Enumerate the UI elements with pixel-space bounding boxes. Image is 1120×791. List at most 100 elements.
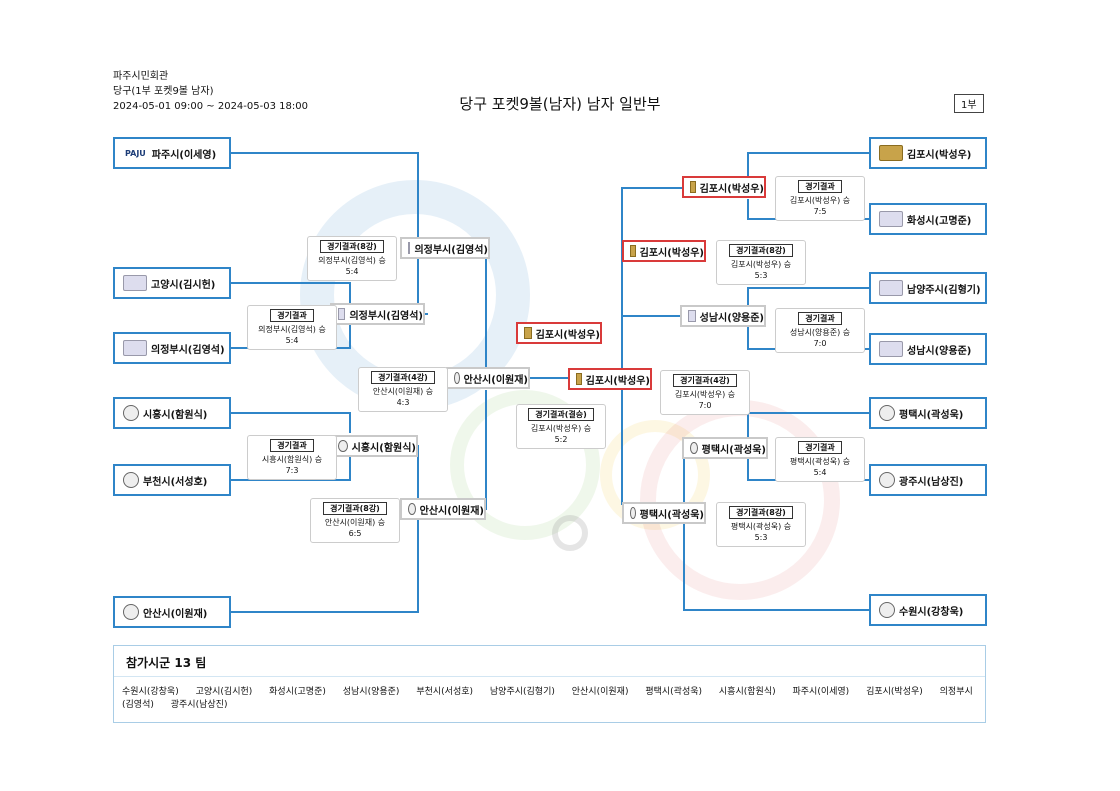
result-winner: 평택시(곽성욱) 승 <box>789 457 851 466</box>
team-gwangju: 광주시(남상진) <box>869 464 987 496</box>
team-label: 시흥시(함원식) <box>143 409 208 421</box>
participant-item: 화성시(고명준) <box>269 687 326 697</box>
winner-right-r1b: 성남시(양용준) <box>680 305 766 327</box>
result-score: 5:3 <box>754 271 768 280</box>
winner-label: 평택시(곽성욱) <box>701 444 766 456</box>
gimpo-logo-icon <box>576 373 582 385</box>
winner-label: 성남시(양용준) <box>699 312 764 324</box>
result-heading: 경기결과 <box>798 312 842 325</box>
match-result: 경기결과 의정부시(김영석) 승 5:4 <box>247 305 337 350</box>
gimpo-logo-icon <box>879 145 903 161</box>
result-winner: 평택시(곽성욱) 승 <box>730 522 792 531</box>
divider <box>114 676 985 677</box>
result-heading: 경기결과(8강) <box>320 240 384 253</box>
match-result: 경기결과 시흥시(함원식) 승 7:3 <box>247 435 337 480</box>
participant-item: 안산시(이원재) <box>571 687 629 697</box>
participants-list: 수원시(강창욱) 고양시(김시헌) 화성시(고명준) 성남시(양용준) 부천시(… <box>122 686 982 712</box>
winner-right-r1c: 평택시(곽성욱) <box>682 437 768 459</box>
team-label: 고양시(김시헌) <box>151 279 216 291</box>
result-heading: 경기결과 <box>270 309 314 322</box>
team-label: 파주시(이세영) <box>151 149 217 161</box>
team-uijeongbu: 의정부시(김영석) <box>113 332 231 364</box>
result-score: 5:2 <box>554 435 568 444</box>
winner-label: 의정부시(김영석) <box>349 310 423 322</box>
result-winner: 김포시(박성우) 승 <box>730 260 792 269</box>
city-emblem-icon <box>338 440 348 452</box>
match-result: 경기결과(8강) 김포시(박성우) 승 5:3 <box>716 240 806 285</box>
participant-item: 남양주시(김형기) <box>489 687 555 697</box>
participants-title: 참가시군 13 팀 <box>126 656 207 670</box>
watermark-ring-gray <box>552 515 588 551</box>
champion-box: 김포시(박성우) <box>516 322 602 344</box>
result-winner: 시흥시(함원식) 승 <box>261 455 323 464</box>
result-winner: 김포시(박성우) 승 <box>674 390 736 399</box>
winner-right-r1a: 김포시(박성우) <box>682 176 766 198</box>
city-emblem-icon <box>408 503 416 515</box>
result-winner: 김포시(박성우) 승 <box>789 196 851 205</box>
match-result: 경기결과(8강) 평택시(곽성욱) 승 5:3 <box>716 502 806 547</box>
city-emblem-icon <box>630 507 636 519</box>
result-winner: 성남시(양용준) 승 <box>789 328 851 337</box>
city-emblem-icon <box>879 280 903 296</box>
result-heading: 경기결과 <box>798 180 842 193</box>
participant-item: 파주시(이세영) <box>792 687 850 697</box>
result-score: 7:3 <box>285 466 299 475</box>
result-score: 5:4 <box>813 468 827 477</box>
venue-name: 파주시민회관 <box>113 71 169 82</box>
match-result: 경기결과 성남시(양용준) 승 7:0 <box>775 308 865 353</box>
result-heading: 경기결과 <box>270 439 314 452</box>
winner-right-sf: 김포시(박성우) <box>568 368 652 390</box>
city-emblem-icon <box>123 340 147 356</box>
city-emblem-icon <box>879 602 895 618</box>
winner-left-qf2: 안산시(이원재) <box>400 498 486 520</box>
match-result: 경기결과 김포시(박성우) 승 7:5 <box>775 176 865 221</box>
paju-logo-icon: PAJU <box>123 148 148 158</box>
winner-right-qf1: 김포시(박성우) <box>622 240 706 262</box>
team-goyang: 고양시(김시헌) <box>113 267 231 299</box>
match-result: 경기결과 평택시(곽성욱) 승 5:4 <box>775 437 865 482</box>
participant-item: 부천시(서성호) <box>416 687 474 697</box>
team-label: 성남시(양용준) <box>907 345 972 357</box>
city-emblem-icon <box>688 310 696 322</box>
result-score: 6:5 <box>348 529 362 538</box>
winner-label: 의정부시(김영석) <box>414 244 488 256</box>
winner-label: 김포시(박성우) <box>585 375 650 387</box>
team-label: 부천시(서성호) <box>143 476 208 488</box>
team-label: 평택시(곽성욱) <box>899 409 964 421</box>
team-label: 수원시(강창욱) <box>899 606 964 618</box>
winner-right-qf2: 평택시(곽성욱) <box>622 502 706 524</box>
city-emblem-icon <box>879 211 903 227</box>
winner-left-r1b: 시흥시(함원식) <box>330 435 418 457</box>
winner-label: 김포시(박성우) <box>699 183 764 195</box>
result-score: 7:0 <box>813 339 827 348</box>
team-label: 김포시(박성우) <box>907 149 972 161</box>
participant-item: 시흥시(함원식) <box>718 687 776 697</box>
result-heading: 경기결과(4강) <box>371 371 435 384</box>
team-label: 의정부시(김영석) <box>151 344 225 356</box>
winner-label: 평택시(곽성욱) <box>639 509 704 521</box>
winner-left-qf1: 의정부시(김영석) <box>400 237 490 259</box>
result-heading: 경기결과(8강) <box>729 244 793 257</box>
result-winner: 의정부시(김영석) 승 <box>258 325 326 334</box>
winner-label: 김포시(박성우) <box>639 247 704 259</box>
result-score: 7:5 <box>813 207 827 216</box>
match-result: 경기결과(8강) 안산시(이원재) 승 6:5 <box>310 498 400 543</box>
team-bucheon: 부천시(서성호) <box>113 464 231 496</box>
page-badge: 1부 <box>954 94 984 113</box>
team-label: 화성시(고명준) <box>907 215 972 227</box>
participant-item: 평택시(곽성욱) <box>645 687 703 697</box>
result-heading: 경기결과(8강) <box>323 502 387 515</box>
result-winner: 김포시(박성우) 승 <box>530 424 592 433</box>
team-seongnam: 성남시(양용준) <box>869 333 987 365</box>
winner-label: 김포시(박성우) <box>535 329 600 341</box>
result-score: 5:4 <box>285 336 299 345</box>
winner-left-sf: 안산시(이원재) <box>446 367 530 389</box>
result-winner: 안산시(이원재) 승 <box>324 518 386 527</box>
match-result: 경기결과(8강) 의정부시(김영석) 승 5:4 <box>307 236 397 281</box>
team-pyeongtaek: 평택시(곽성욱) <box>869 397 987 429</box>
team-label: 광주시(남상진) <box>899 476 964 488</box>
result-heading: 경기결과(8강) <box>729 506 793 519</box>
match-result: 경기결과(4강) 안산시(이원재) 승 4:3 <box>358 367 448 412</box>
city-emblem-icon <box>879 472 895 488</box>
city-emblem-icon <box>123 604 139 620</box>
